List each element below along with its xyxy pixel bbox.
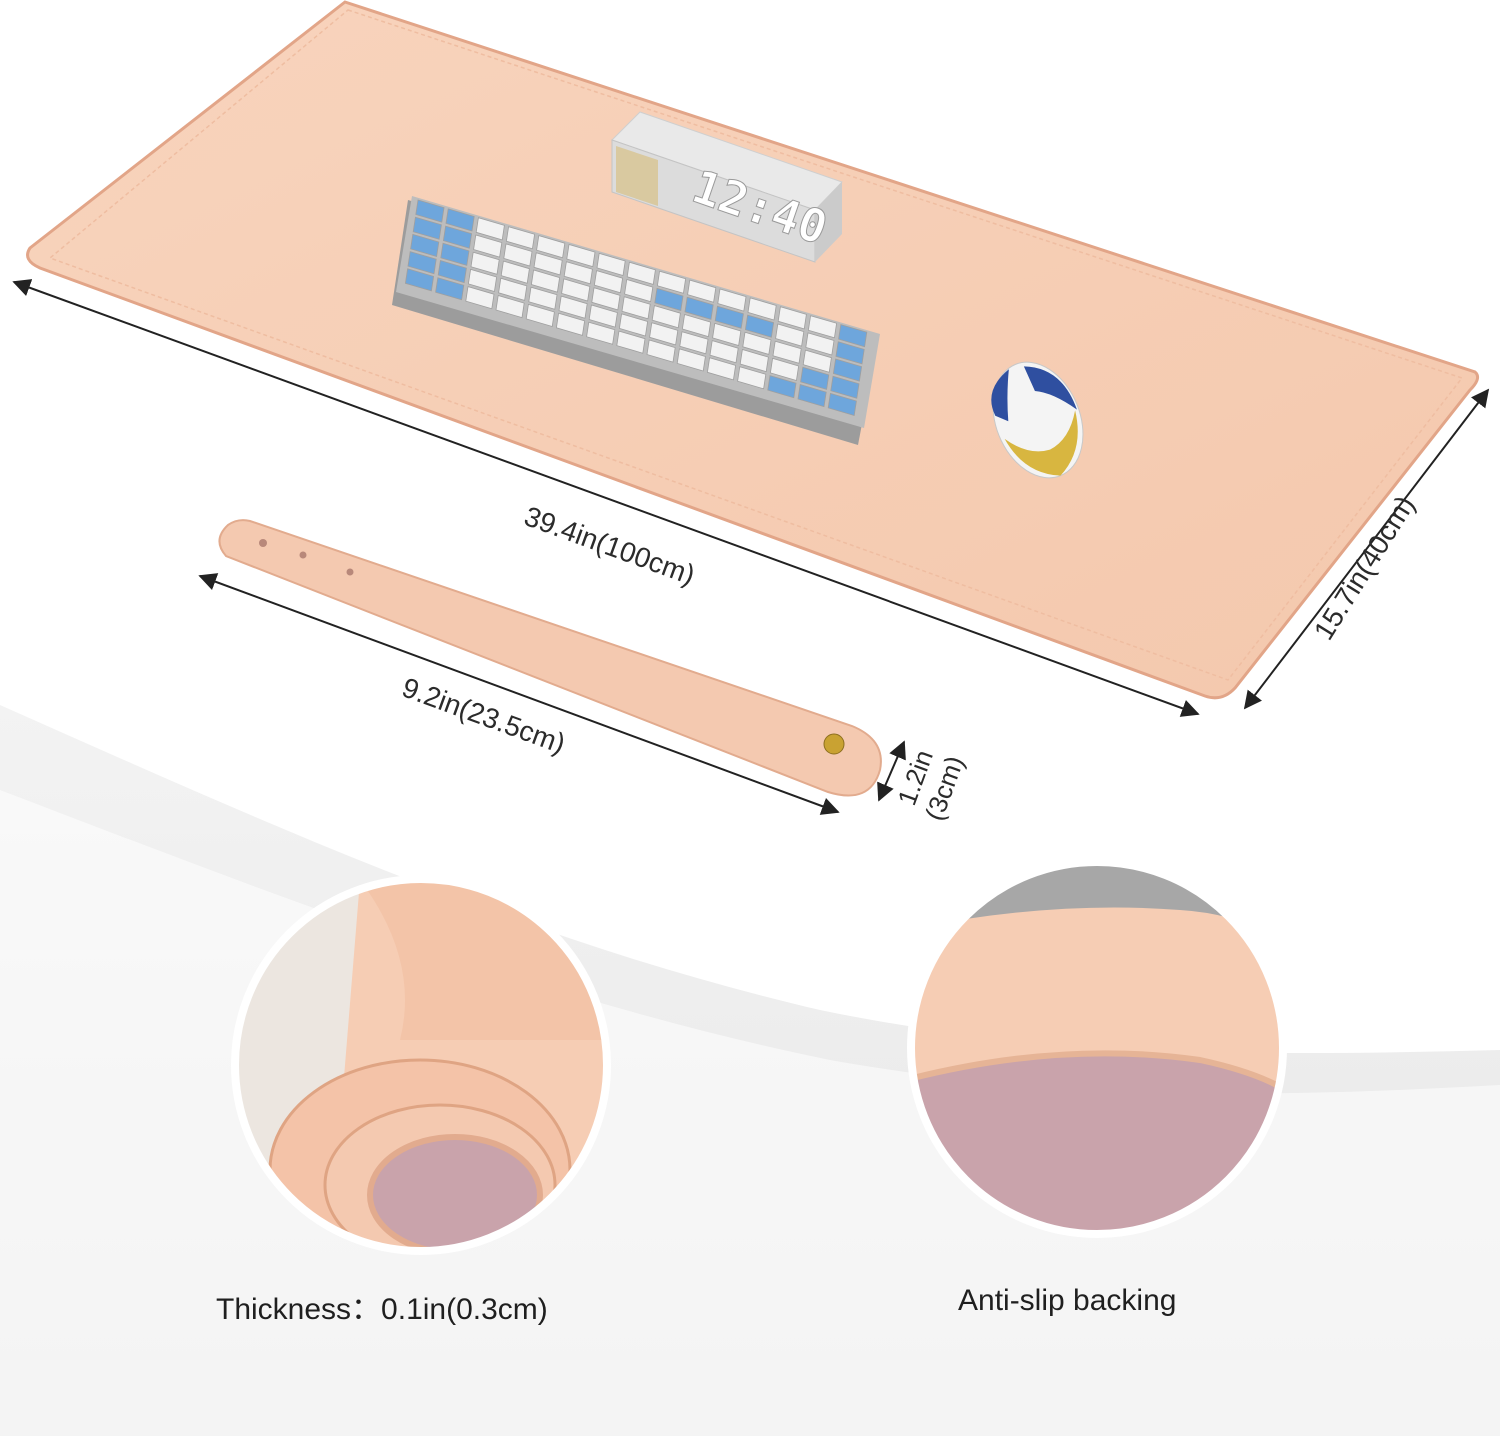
- keyboard-key: [503, 243, 533, 267]
- keyboard-key: [470, 251, 500, 275]
- keyboard-key: [442, 225, 473, 249]
- keyboard-key: [566, 243, 596, 268]
- keyboard-key: [415, 199, 445, 223]
- backing-caption: Anti-slip backing: [958, 1284, 1177, 1317]
- keyboard-key: [533, 252, 563, 276]
- keyboard-key: [445, 208, 475, 232]
- keyboard-key: [410, 233, 440, 258]
- keyboard-key: [473, 234, 503, 258]
- rolled-pad-detail: [231, 875, 611, 1255]
- pad-length-arrow: [12, 279, 1200, 717]
- strap-width-arrow: [877, 740, 906, 802]
- keyboard-key: [596, 252, 626, 277]
- keyboard-key: [536, 235, 566, 259]
- thickness-caption: Thickness：0.1in(0.3cm): [216, 1293, 548, 1326]
- keyboard-key: [505, 226, 536, 250]
- keyboard-key: [475, 217, 505, 241]
- keyboard-key: [412, 216, 442, 240]
- alarm-clock: [611, 111, 843, 263]
- keyboard-key: [440, 242, 470, 266]
- pad-width-arrow: [1243, 388, 1490, 710]
- keyboard-key: [407, 251, 437, 275]
- strap-length-arrow: [198, 573, 840, 815]
- strap-button: [823, 733, 845, 755]
- desk-pad-stitch: [48, 9, 1464, 681]
- anti-slip-backing-detail: [907, 858, 1287, 1238]
